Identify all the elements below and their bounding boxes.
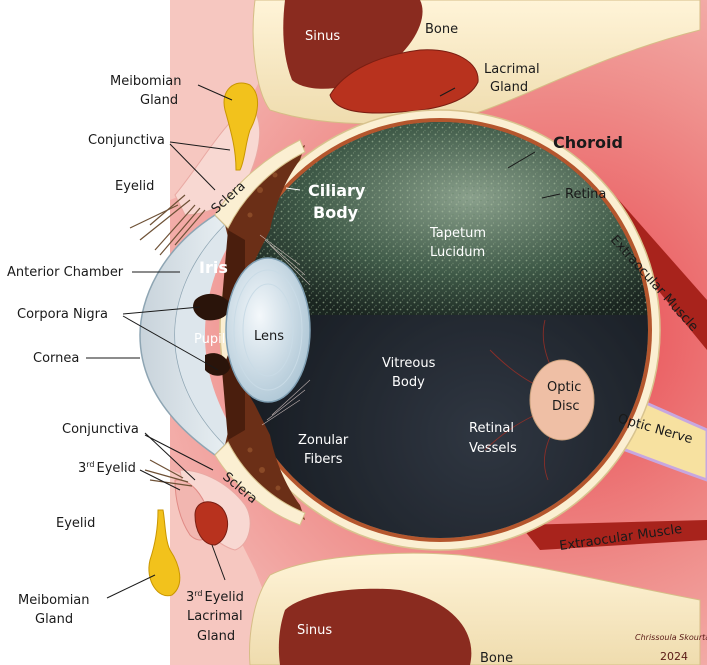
label-vitreous-body-2: Body [392, 375, 425, 390]
label-vitreous-body-1: Vitreous [382, 356, 436, 371]
label-eyelid-top: Eyelid [115, 179, 154, 194]
signature-year: 2024 [660, 650, 688, 663]
label-choroid: Choroid [553, 133, 623, 152]
label-lacrimal-gland-1: Lacrimal [484, 62, 540, 77]
label-zonular-fibers-1: Zonular [298, 433, 349, 448]
label-conjunctiva-bottom: Conjunctiva [62, 422, 139, 437]
label-retina: Retina [565, 187, 606, 202]
label-tapetum-lucidum-1: Tapetum [429, 226, 486, 241]
label-bone-bottom: Bone [480, 651, 513, 665]
label-optic-disc-2: Disc [552, 399, 580, 414]
label-cornea: Cornea [33, 351, 79, 366]
label-ciliary-body-2: Body [313, 203, 359, 222]
label-bone-top: Bone [425, 22, 458, 37]
label-eyelid-bottom: Eyelid [56, 516, 95, 531]
label-conjunctiva-top: Conjunctiva [88, 133, 165, 148]
label-meibomian-top-2: Gland [140, 93, 178, 108]
label-retinal-vessels-1: Retinal [469, 421, 514, 436]
label-zonular-fibers-2: Fibers [304, 452, 343, 467]
label-optic-disc-1: Optic [547, 380, 581, 395]
label-meibomian-bottom-1: Meibomian [18, 593, 90, 608]
label-corpora-nigra: Corpora Nigra [17, 307, 108, 322]
signature-name: Chrissoula Skourtaka [635, 633, 707, 642]
label-tapetum-lucidum-2: Lucidum [430, 245, 485, 260]
label-meibomian-top-1: Meibomian [110, 74, 182, 89]
label-ciliary-body-1: Ciliary [308, 181, 366, 200]
label-anterior-chamber: Anterior Chamber [7, 265, 124, 280]
label-retinal-vessels-2: Vessels [469, 441, 517, 456]
label-meibomian-bottom-2: Gland [35, 612, 73, 627]
label-sinus-bottom: Sinus [297, 623, 332, 638]
label-third-eyelid-lacrimal-3: Gland [197, 629, 235, 644]
label-lacrimal-gland-2: Gland [490, 80, 528, 95]
label-third-eyelid-lacrimal-2: Lacrimal [187, 609, 243, 624]
label-pupil: Pupil [194, 332, 225, 347]
label-iris: Iris [199, 258, 228, 277]
label-lens: Lens [254, 329, 284, 344]
label-sinus-top: Sinus [305, 29, 340, 44]
